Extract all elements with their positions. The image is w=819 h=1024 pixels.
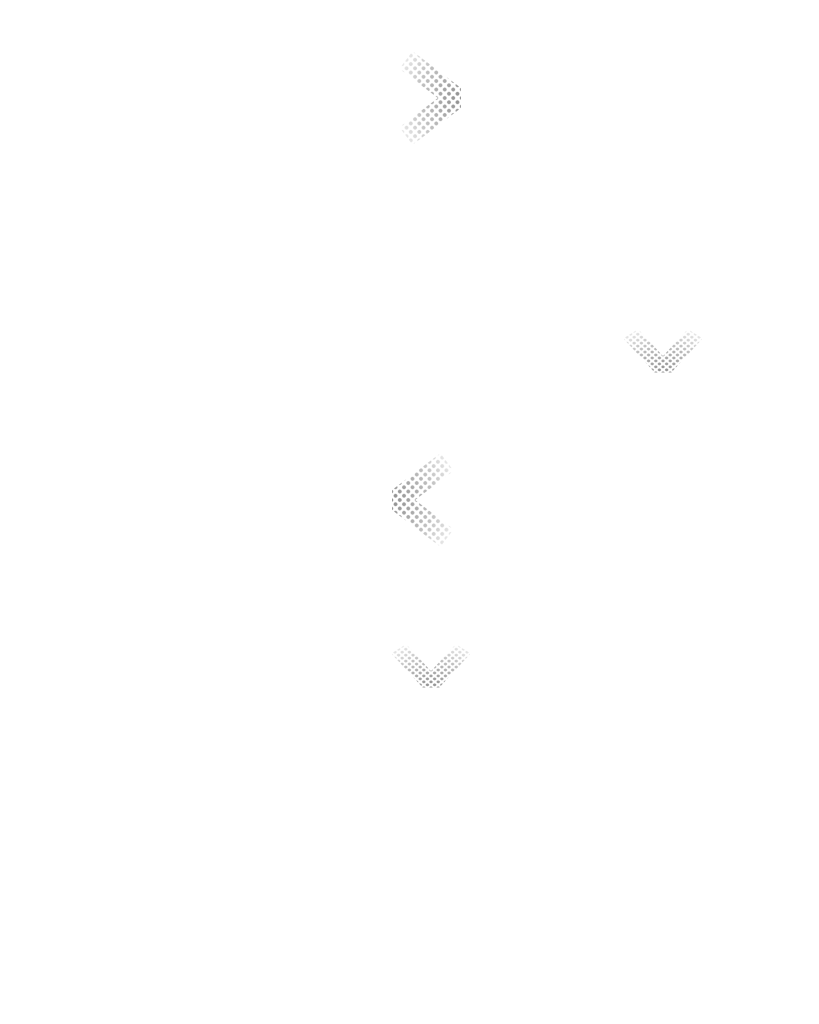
chevron-down-icon[interactable] bbox=[399, 649, 464, 684]
chevron-down-icon[interactable] bbox=[631, 334, 696, 369]
chevron-left-icon[interactable] bbox=[397, 462, 447, 538]
chevron-right-icon[interactable] bbox=[406, 60, 456, 136]
